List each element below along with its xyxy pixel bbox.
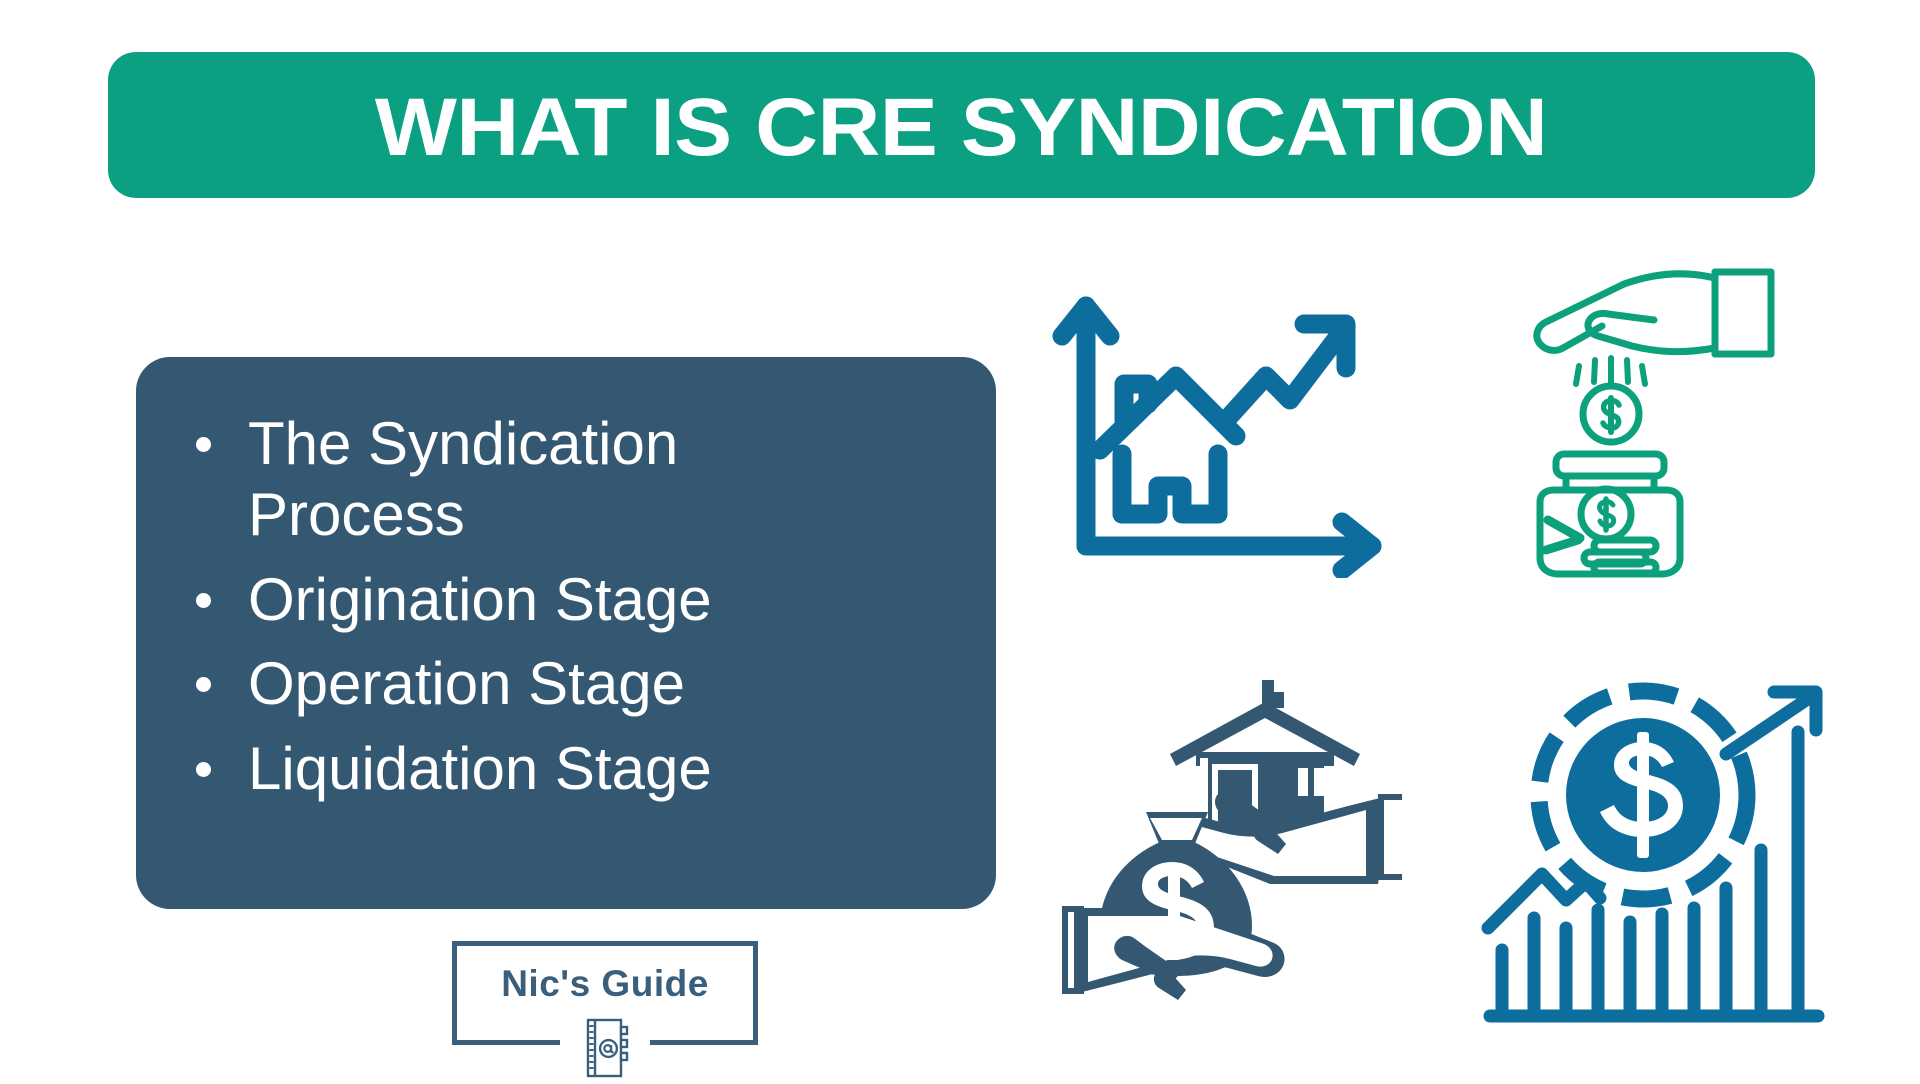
list-item-label: Operation Stage	[248, 650, 685, 718]
bullet-list: The Syndication Process Origination Stag…	[190, 409, 956, 805]
bullet-dot-icon	[196, 762, 211, 778]
dollar-coin-bar-growth-icon	[1478, 660, 1838, 1040]
bullet-dot-icon	[196, 592, 211, 608]
house-growth-chart-icon	[1050, 278, 1410, 578]
house-for-money-exchange-icon	[1048, 676, 1408, 1028]
bullet-dot-icon	[196, 437, 211, 452]
brand-logo: Nic's Guide	[452, 941, 758, 1078]
list-item: The Syndication Process	[190, 409, 788, 551]
hand-coin-savings-jar-icon	[1532, 262, 1812, 582]
bullet-list-card: The Syndication Process Origination Stag…	[136, 357, 996, 909]
list-item-label: Origination Stage	[248, 565, 712, 633]
bullet-dot-icon	[196, 677, 211, 693]
page-title: WHAT IS CRE SYNDICATION	[375, 82, 1548, 173]
list-item-label: Liquidation Stage	[248, 735, 712, 803]
list-item-label: The Syndication Process	[248, 410, 679, 548]
header-banner: WHAT IS CRE SYNDICATION	[108, 52, 1815, 198]
list-item: Origination Stage	[190, 565, 788, 636]
address-book-at-icon	[579, 1017, 631, 1079]
brand-name: Nic's Guide	[501, 963, 709, 1004]
list-item: Operation Stage	[190, 649, 788, 720]
list-item: Liquidation Stage	[190, 734, 788, 805]
